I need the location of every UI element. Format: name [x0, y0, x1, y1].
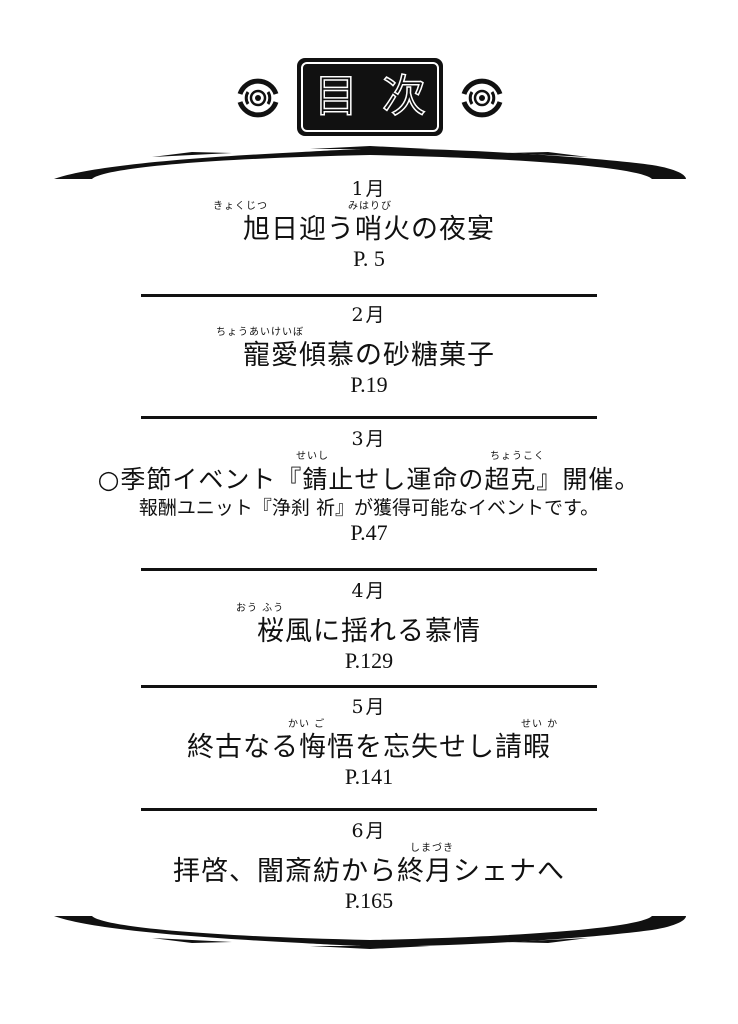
event-description: 報酬ユニット『浄刹 祈』が獲得可能なイベントです。	[138, 497, 600, 519]
furigana: しまづき	[410, 843, 454, 854]
event-announcement: ○季節イベント『錆止せし運命の超克』開催。	[97, 465, 641, 494]
entry-title: 桜風に揺れる慕情	[257, 616, 481, 647]
furigana-line: ちょうあいけいぼ	[0, 326, 738, 340]
top-ornament-divider	[54, 146, 686, 179]
toc-header: 目 次	[0, 56, 738, 140]
toc-entry-february[interactable]: 2月 ちょうあいけいぼ 寵愛傾慕の砂糖菓子 P.19	[0, 296, 738, 420]
page-number: P.47	[350, 520, 388, 545]
furigana: せい か	[521, 719, 559, 730]
section-divider	[141, 568, 597, 571]
furigana: きょくじつ	[213, 201, 268, 212]
emblem-icon	[461, 78, 503, 118]
emblem-icon	[237, 78, 279, 118]
furigana: かい ご	[288, 719, 326, 730]
toc-entry-april[interactable]: 4月 おう ふう 桜風に揺れる慕情 P.129	[0, 572, 738, 688]
furigana: せいし	[296, 451, 329, 462]
toc-entry-march[interactable]: 3月 せいし ちょうこく ○季節イベント『錆止せし運命の超克』開催。 報酬ユニッ…	[0, 420, 738, 572]
page-number: P.141	[344, 764, 394, 789]
month-label: 6月	[351, 820, 387, 842]
furigana-line: きょくじつ みはりび	[0, 200, 738, 214]
title-char-1: 目	[313, 71, 359, 122]
page-number: P. 5	[353, 246, 385, 271]
furigana-line: おう ふう	[0, 602, 738, 616]
page-number: P.19	[350, 372, 388, 397]
month-label: 2月	[351, 304, 387, 326]
title-plate: 目 次	[297, 58, 443, 136]
toc-entry-january[interactable]: 1月 きょくじつ みはりび 旭日迎う哨火の夜宴 P. 5	[0, 178, 738, 297]
furigana: おう ふう	[236, 603, 285, 614]
furigana-line: せいし ちょうこく	[0, 450, 738, 464]
section-divider	[141, 808, 597, 811]
section-divider	[141, 294, 597, 297]
furigana-line: しまづき	[0, 842, 738, 856]
month-label: 5月	[351, 696, 387, 718]
section-divider	[141, 685, 597, 688]
month-label: 1月	[351, 178, 387, 200]
page-number: P.165	[344, 888, 394, 913]
toc-entry-may[interactable]: 5月 かい ご せい か 終古なる悔悟を忘失せし請暇 P.141	[0, 688, 738, 812]
furigana-line: かい ご せい か	[0, 718, 738, 732]
month-label: 3月	[351, 428, 387, 450]
entry-title: 拝啓、闇斎紡から終月シェナへ	[173, 856, 565, 887]
entry-title: 終古なる悔悟を忘失せし請暇	[187, 732, 551, 763]
entry-title: 旭日迎う哨火の夜宴	[243, 214, 495, 245]
furigana: ちょうあいけいぼ	[216, 327, 304, 338]
furigana: みはりび	[348, 201, 392, 212]
title-char-2: 次	[381, 71, 427, 122]
bottom-ornament-divider	[54, 916, 686, 949]
entry-title: 寵愛傾慕の砂糖菓子	[243, 340, 495, 371]
toc-entry-june[interactable]: 6月 しまづき 拝啓、闇斎紡から終月シェナへ P.165	[0, 812, 738, 932]
furigana: ちょうこく	[490, 451, 545, 462]
page-number: P.129	[344, 648, 394, 673]
toc-list: 1月 きょくじつ みはりび 旭日迎う哨火の夜宴 P. 5 2月 ちょうあいけいぼ…	[0, 178, 738, 932]
section-divider	[141, 416, 597, 419]
month-label: 4月	[351, 580, 387, 602]
